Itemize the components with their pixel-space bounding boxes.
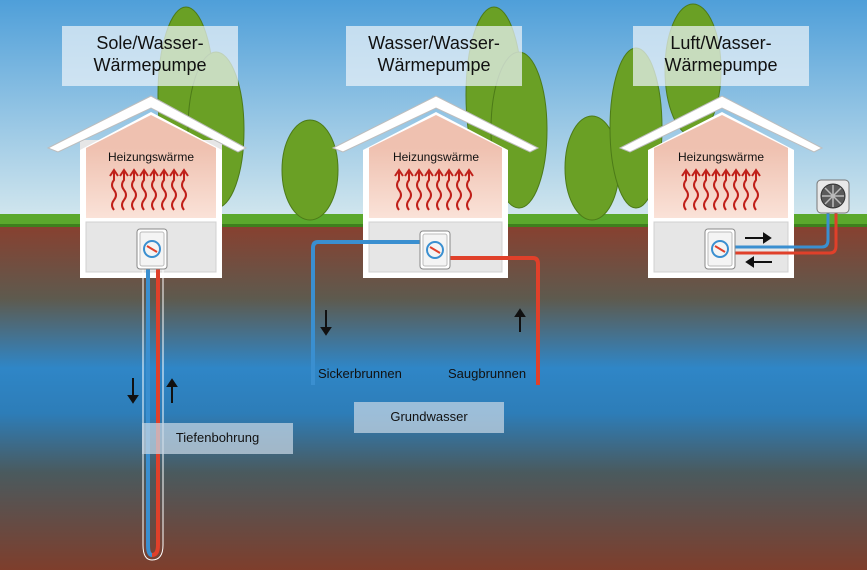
flow-arrows: [127, 232, 772, 404]
air-unit-pipes: [732, 212, 838, 255]
label-sickerbrunnen: Sickerbrunnen: [318, 366, 402, 381]
well-pipes: [311, 240, 540, 385]
title-wasser: Wasser/Wasser- Wärmepumpe: [346, 26, 522, 86]
title-luft-line1: Luft/Wasser-: [670, 33, 772, 53]
house-label-1: Heizungswärme: [107, 150, 195, 164]
house-sole: [46, 95, 248, 278]
outdoor-fan-unit: [816, 179, 850, 214]
house-label-2: Heizungswärme: [392, 150, 480, 164]
title-sole: Sole/Wasser- Wärmepumpe: [62, 26, 238, 86]
house-label-3: Heizungswärme: [677, 150, 765, 164]
label-grundwasser: Grundwasser: [354, 402, 504, 433]
title-sole-line1: Sole/Wasser-: [96, 33, 204, 53]
heat-pump-unit-3: [704, 228, 736, 270]
title-luft-line2: Wärmepumpe: [664, 55, 778, 75]
label-saugbrunnen: Saugbrunnen: [448, 366, 527, 381]
title-wasser-line1: Wasser/Wasser-: [368, 33, 500, 53]
title-sole-line2: Wärmepumpe: [93, 55, 207, 75]
title-wasser-line2: Wärmepumpe: [377, 55, 491, 75]
borehole-pipes: [142, 268, 164, 561]
title-luft: Luft/Wasser- Wärmepumpe: [633, 26, 809, 86]
label-tiefenbohrung: Tiefenbohrung: [142, 423, 293, 454]
heat-pump-unit-2: [419, 230, 451, 270]
underground: [0, 222, 867, 570]
heat-pump-unit-1: [136, 228, 168, 270]
